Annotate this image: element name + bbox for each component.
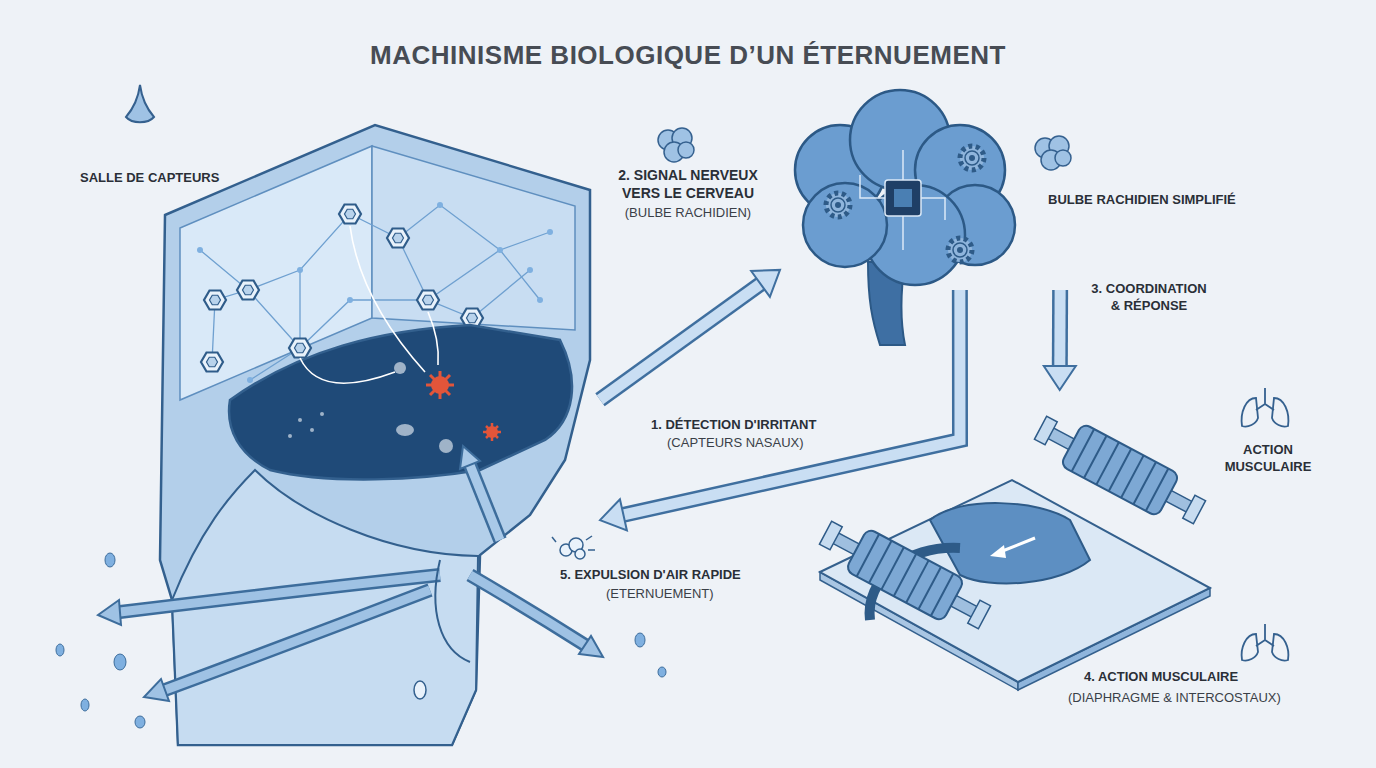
arrow-body xyxy=(1054,290,1065,368)
arrow-outline xyxy=(1052,290,1068,368)
signal-arrow xyxy=(600,270,780,400)
head-region: SALLE DE CAPTEURS xyxy=(70,115,600,745)
brain-illustration xyxy=(795,90,1015,345)
arrow-outline xyxy=(621,290,960,515)
step-label: 4. ACTION MUSCULAIRE xyxy=(1084,669,1238,686)
step-label: (ETERNUEMENT) xyxy=(606,586,714,603)
arrow-body xyxy=(621,290,960,515)
step-label: (DIAPHRAGME & INTERCOSTAUX) xyxy=(1068,690,1281,707)
node-label: ACTION MUSCULAIRE xyxy=(1218,442,1318,476)
arrow-head xyxy=(751,270,780,297)
arrow-head xyxy=(600,499,627,530)
signal-arrow xyxy=(1044,290,1076,390)
diagram-title: MACHINISME BIOLOGIQUE D’UN ÉTERNUEMENT xyxy=(0,40,1376,71)
node-label: SALLE DE CAPTEURS xyxy=(80,170,219,187)
lungs-icon xyxy=(1242,624,1289,661)
sneeze-icon xyxy=(552,536,595,559)
nose-icon xyxy=(126,85,154,122)
signal-arrow xyxy=(600,290,960,530)
step-label: 2. SIGNAL NERVEUX VERS LE CERVEAU xyxy=(603,166,773,202)
head-illustration xyxy=(56,125,666,745)
node-label: BULBE RACHIDIEN SIMPLIFIÉ xyxy=(1048,192,1236,209)
brain-icon xyxy=(658,128,694,162)
arrow-outline xyxy=(600,283,762,400)
muscle-region: ACTION MUSCULAIRE xyxy=(820,390,1330,690)
arrow-head xyxy=(1044,366,1076,390)
step-label: 5. EXPULSION D'AIR RAPIDE xyxy=(560,567,741,584)
brain-icon xyxy=(1035,136,1071,170)
arrow-body xyxy=(600,283,762,400)
lungs-icon xyxy=(1242,388,1289,427)
step-label: (CAPTEURS NASAUX) xyxy=(667,435,804,452)
muscle-illustration xyxy=(814,407,1210,690)
step-label: 1. DÉTECTION D'IRRITANT xyxy=(651,417,816,434)
brain-region: BULBE RACHIDIEN SIMPLIFIÉ xyxy=(780,95,1240,290)
step-label: (BULBE RACHIDIEN) xyxy=(603,205,773,222)
step-label: 3. COORDINATION & RÉPONSE xyxy=(1086,281,1212,315)
